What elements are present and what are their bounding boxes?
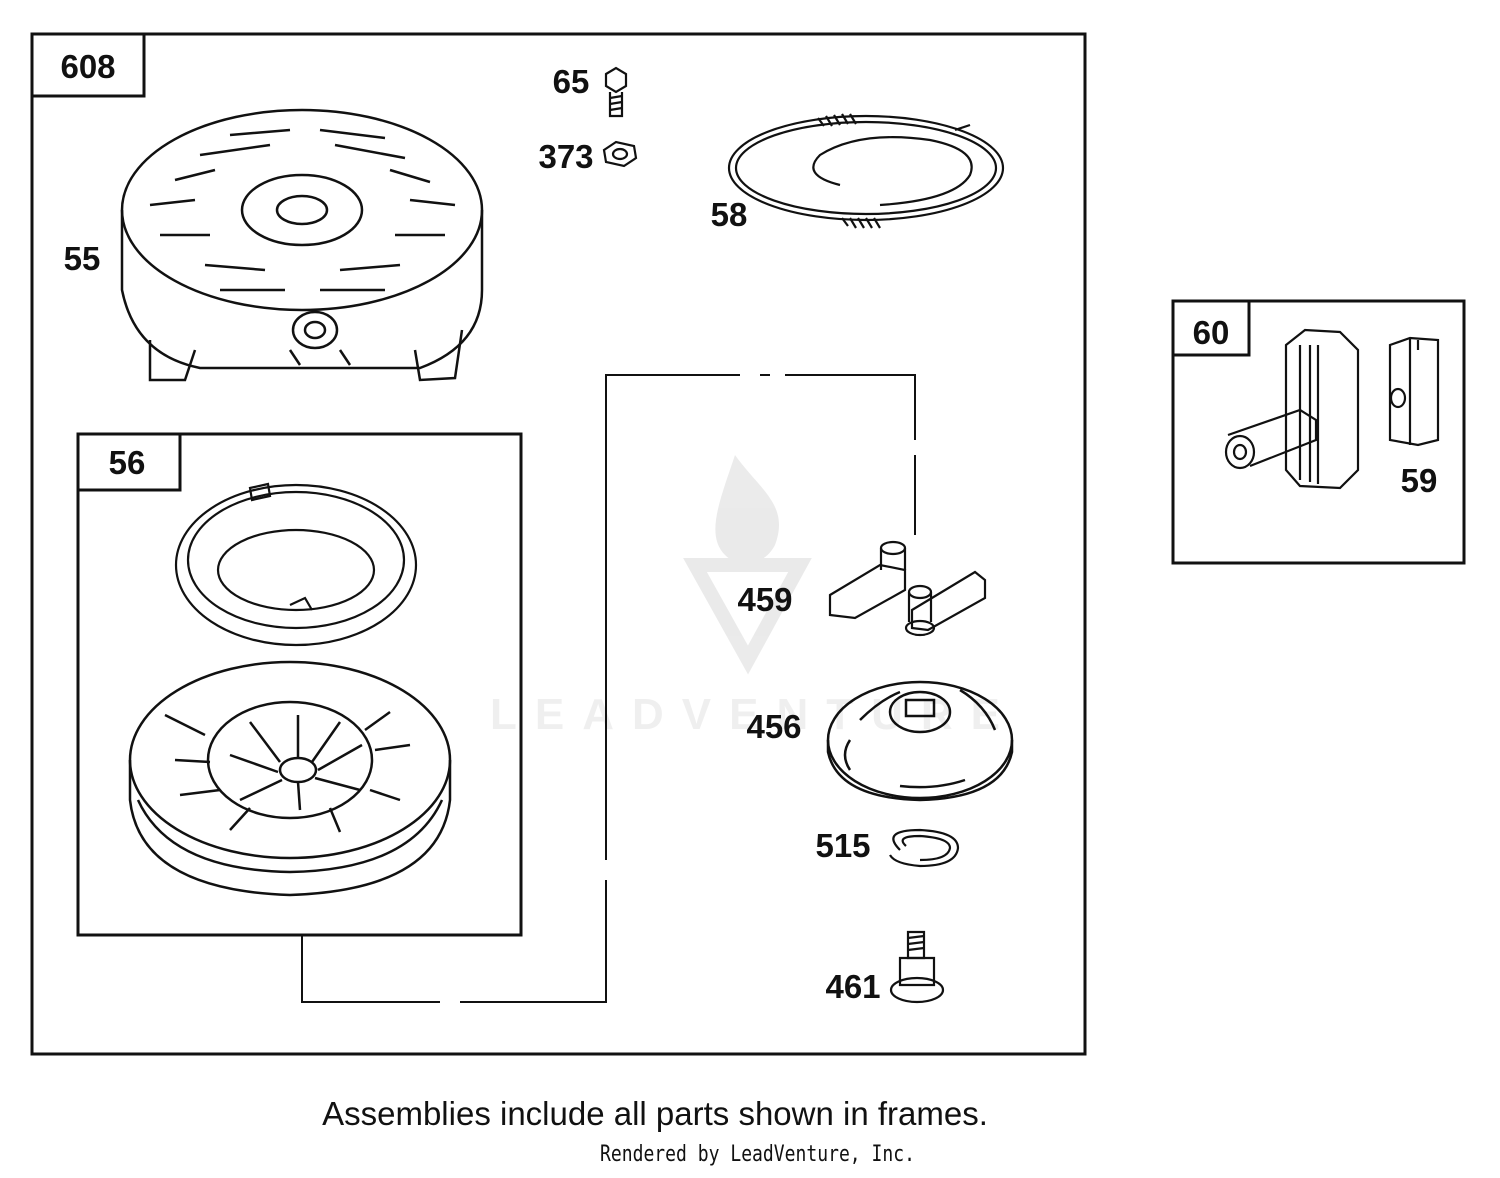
ratchet-456-drawing [826,680,1014,802]
bolt-65-drawing [604,66,628,118]
part-459-label: 459 [737,581,792,618]
leader-lines [301,374,916,1003]
part-65-label: 65 [553,63,590,100]
ring-515-drawing [889,828,960,868]
frame-608-label-box [30,32,146,98]
handle-drawing [1224,328,1360,490]
assemblies-note: Assemblies include all parts shown in fr… [322,1095,988,1132]
pawls-459-drawing [828,540,987,637]
part-456-label: 456 [746,708,801,745]
screw-461-drawing [889,930,945,1004]
part-55-label: 55 [64,240,101,277]
part-461-label: 461 [825,968,880,1005]
rope-58-drawing [727,113,1005,229]
spring-drawing [174,482,418,647]
frame-56-label: 56 [109,444,146,481]
render-credit: Rendered by LeadVenture, Inc. [600,1142,915,1167]
part-373-label: 373 [538,138,593,175]
nut-373-drawing [602,140,638,168]
frame-56-border [76,432,523,937]
pulley-drawing [128,660,452,897]
frame-60-label-box [1171,299,1251,357]
insert-59-drawing [1388,336,1440,447]
flame-logo-icon [683,455,812,675]
frame-60-label: 60 [1193,314,1230,351]
frame-60-border [1171,299,1466,565]
part-59-label: 59 [1401,462,1438,499]
part-515-label: 515 [815,827,870,864]
part-58-label: 58 [711,196,748,233]
frame-56-label-box [76,432,182,492]
frame-608-label: 608 [60,48,115,85]
watermark-text: LEADVENTURE [490,690,1019,739]
frame-608-border [30,32,1087,1056]
housing-55-drawing [120,108,484,382]
